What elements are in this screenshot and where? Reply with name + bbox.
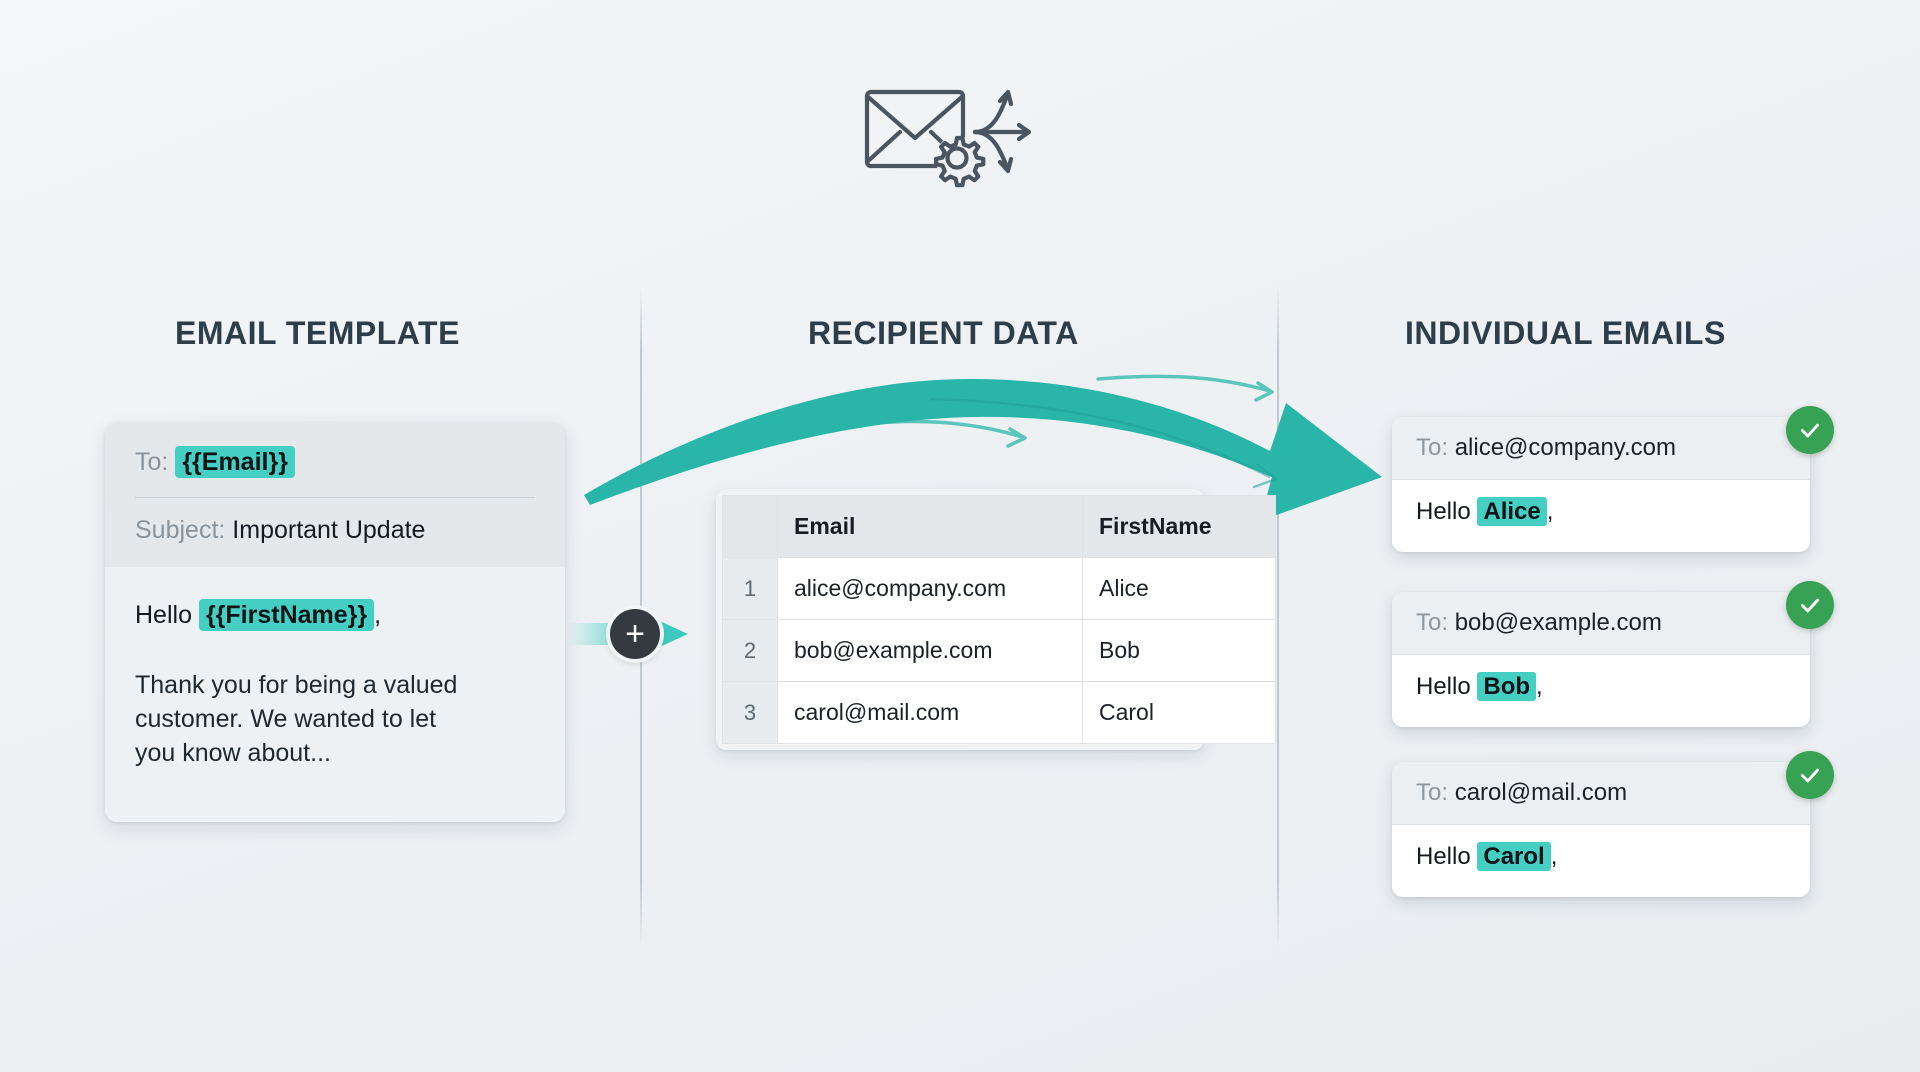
envelope-gear-arrows-icon — [855, 70, 1055, 195]
row-number: 2 — [722, 619, 778, 682]
email-card-to-value: bob@example.com — [1454, 609, 1662, 636]
email-greeting-suffix: , — [1536, 673, 1543, 700]
email-template-card[interactable]: To: {{Email}} Subject: Important Update … — [105, 422, 565, 822]
template-greeting-line: Hello {{FirstName}}, — [135, 598, 535, 631]
template-header: To: {{Email}} Subject: Important Update — [105, 422, 565, 567]
email-card-greeting: Hello Alice, — [1392, 480, 1810, 552]
email-merged-name: Carol — [1477, 842, 1551, 871]
column-header-email: Email — [777, 495, 1083, 558]
template-to-label: To: — [135, 448, 169, 476]
individual-email-card[interactable]: To: alice@company.com Hello Alice, — [1392, 417, 1810, 552]
cell-email: bob@example.com — [777, 619, 1083, 682]
email-card-to-line: To: bob@example.com — [1392, 592, 1810, 655]
cell-firstname: Bob — [1082, 619, 1276, 682]
email-greeting-prefix: Hello — [1416, 673, 1471, 700]
email-card-greeting: Hello Carol, — [1392, 825, 1810, 897]
email-card-greeting: Hello Bob, — [1392, 655, 1810, 727]
check-circle-icon — [1786, 581, 1834, 629]
email-greeting-suffix: , — [1550, 843, 1558, 870]
email-card-to-line: To: alice@company.com — [1392, 417, 1810, 480]
column-divider-right — [1277, 285, 1279, 947]
template-subject-label: Subject: — [135, 515, 226, 544]
table-header-row: Email FirstName — [722, 495, 1276, 558]
template-greeting-prefix: Hello — [135, 600, 192, 629]
table-row[interactable]: 1 alice@company.com Alice — [722, 557, 1276, 620]
page-title-recipient-data: RECIPIENT DATA — [808, 315, 1079, 351]
row-number: 1 — [722, 557, 778, 620]
template-subject-value: Important Update — [232, 515, 426, 544]
individual-email-card[interactable]: To: bob@example.com Hello Bob, — [1392, 592, 1810, 727]
email-card-to-label: To: — [1416, 779, 1449, 806]
check-circle-icon — [1786, 406, 1834, 454]
email-greeting-prefix: Hello — [1416, 498, 1471, 525]
template-body-text: Thank you for being a valued customer. W… — [135, 670, 458, 767]
email-merged-name: Bob — [1477, 672, 1537, 701]
template-divider — [135, 496, 535, 498]
email-card-to-value: carol@mail.com — [1454, 779, 1628, 806]
recipient-data-table[interactable]: Email FirstName 1 alice@company.com Alic… — [716, 489, 1276, 750]
table-row[interactable]: 3 carol@mail.com Carol — [722, 681, 1276, 744]
email-card-to-label: To: — [1416, 609, 1449, 636]
page-title-individual-emails: INDIVIDUAL EMAILS — [1405, 315, 1726, 351]
email-card-to-value: alice@company.com — [1454, 434, 1677, 461]
plus-label: + — [625, 615, 645, 653]
cell-firstname: Alice — [1082, 557, 1276, 620]
table-row[interactable]: 2 bob@example.com Bob — [722, 619, 1276, 682]
cell-firstname: Carol — [1082, 681, 1276, 744]
template-greeting-suffix: , — [374, 600, 382, 629]
column-header-rownum — [722, 495, 778, 558]
plus-circle-icon[interactable]: + — [610, 609, 660, 659]
email-card-to-label: To: — [1416, 434, 1449, 461]
template-email-token: {{Email}} — [175, 446, 295, 478]
template-body: Hello {{FirstName}}, Thank you for being… — [105, 566, 565, 822]
row-number: 3 — [722, 681, 778, 744]
template-to-line: To: {{Email}} — [135, 446, 535, 478]
email-greeting-suffix: , — [1546, 498, 1554, 525]
email-card-to-line: To: carol@mail.com — [1392, 762, 1810, 825]
check-circle-icon — [1786, 751, 1834, 799]
column-header-firstname: FirstName — [1082, 495, 1276, 558]
template-firstname-token: {{FirstName}} — [198, 598, 375, 631]
email-merged-name: Alice — [1477, 497, 1547, 526]
page-title-email-template: EMAIL TEMPLATE — [175, 315, 460, 351]
cell-email: carol@mail.com — [777, 681, 1083, 744]
email-greeting-prefix: Hello — [1416, 843, 1471, 870]
template-subject-line: Subject: Important Update — [135, 516, 535, 545]
individual-email-card[interactable]: To: carol@mail.com Hello Carol, — [1392, 762, 1810, 897]
cell-email: alice@company.com — [777, 557, 1083, 620]
